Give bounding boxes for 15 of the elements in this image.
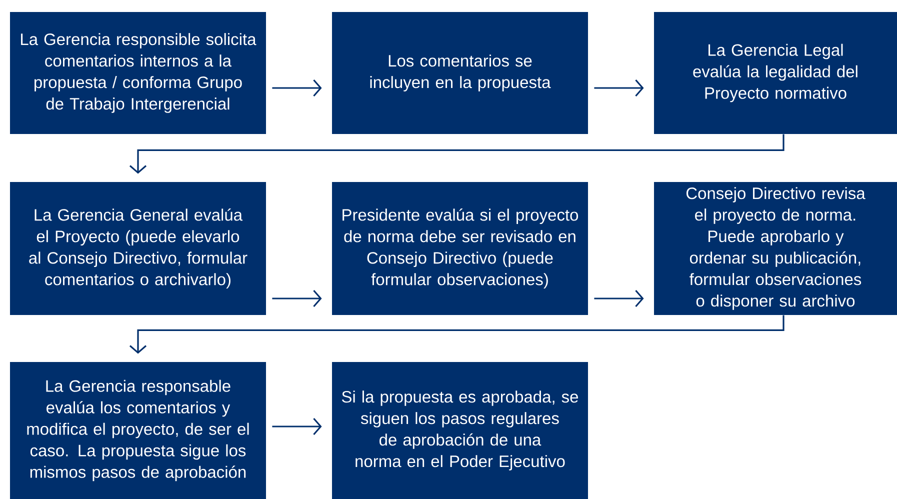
arrow — [272, 79, 322, 97]
arrow — [594, 290, 644, 308]
process-box: Los comentarios se incluyen en la propuesta — [332, 12, 588, 134]
process-box: Si la propuesta es aprobada, se siguen los pasos regulares de aprobación de una norma en el Poder Ejecutivo — [332, 362, 588, 499]
process-box: La Gerencia responsible solicita comentarios internos a la propuesta / conforma Grupo de Trabajo Intergerencial — [10, 12, 266, 134]
process-box: La Gerencia General evalúa el Proyecto (puede elevarlo al Consejo Directivo, formular comentarios o archivarlo) — [10, 182, 266, 315]
arrow — [129, 315, 784, 354]
arrow — [272, 418, 322, 436]
process-box: La Gerencia Legal evalúa la legalidad del Proyecto normativo — [654, 12, 897, 134]
arrow — [594, 79, 644, 97]
process-box: Consejo Directivo revisa el proyecto de norma. Puede aprobarlo y ordenar su publicación, formular observaciones o disponer su archivo — [654, 182, 897, 315]
process-box: La Gerencia responsable evalúa los comentarios y modifica el proyecto, de ser el caso. La propuesta sigue los mismos pasos de aprobación — [10, 362, 266, 499]
arrow — [272, 290, 322, 308]
process-box: Presidente evalúa si el proyecto de norma debe ser revisado en Consejo Directivo (puede formular observaciones) — [332, 182, 588, 315]
arrow — [129, 134, 784, 174]
